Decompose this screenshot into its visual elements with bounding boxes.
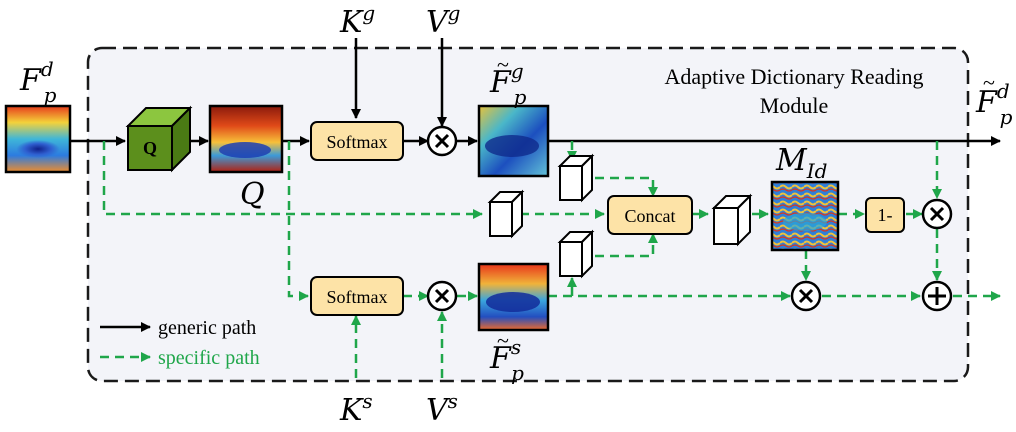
q-cube-label: Q [143, 138, 157, 158]
one-minus-label: 1- [878, 205, 893, 225]
softmax-top-label: Softmax [327, 132, 388, 152]
multiply-bottom-right-icon [790, 280, 822, 312]
softmax-bottom-node: Softmax [310, 276, 404, 316]
cube-lower [557, 229, 595, 279]
concat-node: Concat [607, 195, 693, 235]
module-title-line1: Adaptive Dictionary Reading [664, 64, 923, 89]
fpg-feature-map [477, 104, 550, 178]
fpg-tilde: ~ [497, 52, 509, 77]
fps-tilde: ~ [497, 328, 509, 353]
ks-label: Ks [339, 389, 373, 428]
module-title-line2: Module [760, 93, 828, 118]
q-feature-map [208, 104, 284, 174]
vg-label: Vg [426, 1, 460, 40]
kg-label: Kg [339, 1, 375, 40]
generic-paths [70, 38, 1001, 146]
legend-specific-label: specific path [158, 347, 260, 369]
legend-generic-label: generic path [158, 317, 256, 339]
q-cube: Q [125, 105, 193, 173]
mid-label: MId [775, 143, 827, 183]
q-label: Q [240, 177, 265, 212]
cube-upper [557, 153, 595, 203]
specific-paths [102, 141, 1001, 378]
multiply-top-icon [426, 125, 458, 157]
legend: generic path specific path [100, 317, 260, 369]
fps-feature-map [477, 262, 550, 332]
multiply-bottom-icon [426, 280, 458, 312]
output-fpd-tilde: ~ [983, 70, 995, 95]
mid-feature-map [770, 180, 840, 252]
concat-label: Concat [625, 206, 676, 226]
vs-label: Vs [426, 389, 458, 428]
softmax-bottom-label: Softmax [327, 287, 388, 307]
plus-icon [921, 280, 953, 312]
softmax-top-node: Softmax [310, 121, 404, 161]
multiply-right-icon [921, 198, 953, 230]
cube-after-concat [711, 193, 753, 247]
one-minus-node: 1- [865, 197, 905, 233]
input-feature-map [4, 104, 72, 174]
cube-mid-left [487, 189, 525, 239]
